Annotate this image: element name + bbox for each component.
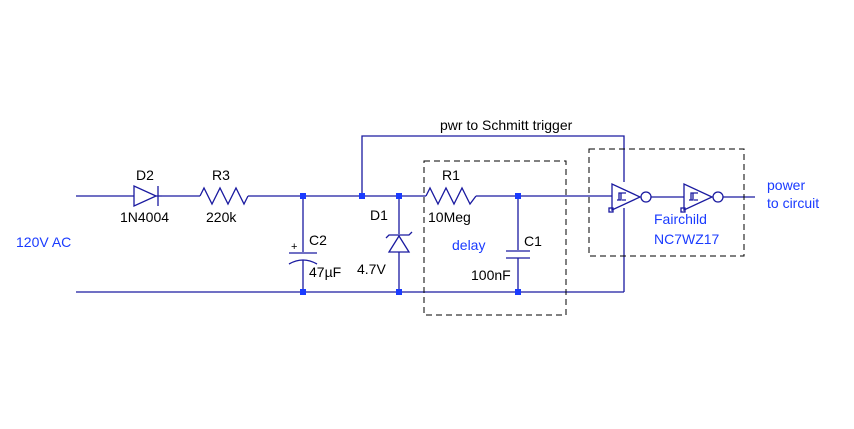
label-c2: C2 — [309, 232, 327, 248]
label-fairchild: Fairchild — [654, 211, 707, 227]
label-r1: R1 — [442, 167, 460, 183]
label-d2-part: 1N4004 — [120, 209, 169, 225]
schmitt-power-wire — [361, 135, 625, 196]
resistor-r3 — [199, 186, 249, 206]
label-pwr-schmitt: pwr to Schmitt trigger — [440, 117, 573, 133]
diode-d2 — [133, 184, 162, 208]
label-r3: R3 — [212, 167, 230, 183]
junction-nodes — [300, 193, 521, 295]
label-c1-value: 100nF — [471, 267, 511, 283]
label-power: power — [767, 177, 805, 193]
label-r3-value: 220k — [206, 209, 237, 225]
fairchild-box — [588, 148, 745, 257]
label-nc7wz17: NC7WZ17 — [654, 231, 720, 247]
label-r1-value: 10Meg — [428, 209, 471, 225]
capacitor-c1 — [506, 196, 530, 292]
resistor-r1 — [425, 186, 477, 206]
schmitt-gate-1 — [608, 182, 684, 213]
schmitt-gate-2 — [680, 182, 755, 213]
label-120v-ac: 120V AC — [16, 234, 71, 250]
capacitor-c2 — [288, 196, 318, 292]
label-d1-value: 4.7V — [357, 261, 386, 277]
label-c2-plus: + — [291, 241, 297, 253]
label-c1: C1 — [524, 233, 542, 249]
label-delay: delay — [452, 237, 485, 253]
label-c2-value: 47µF — [309, 264, 341, 280]
zener-d1 — [385, 196, 413, 292]
label-d1: D1 — [370, 207, 388, 223]
label-d2: D2 — [136, 167, 154, 183]
delay-box — [423, 160, 567, 316]
label-to-circuit: to circuit — [767, 195, 819, 211]
